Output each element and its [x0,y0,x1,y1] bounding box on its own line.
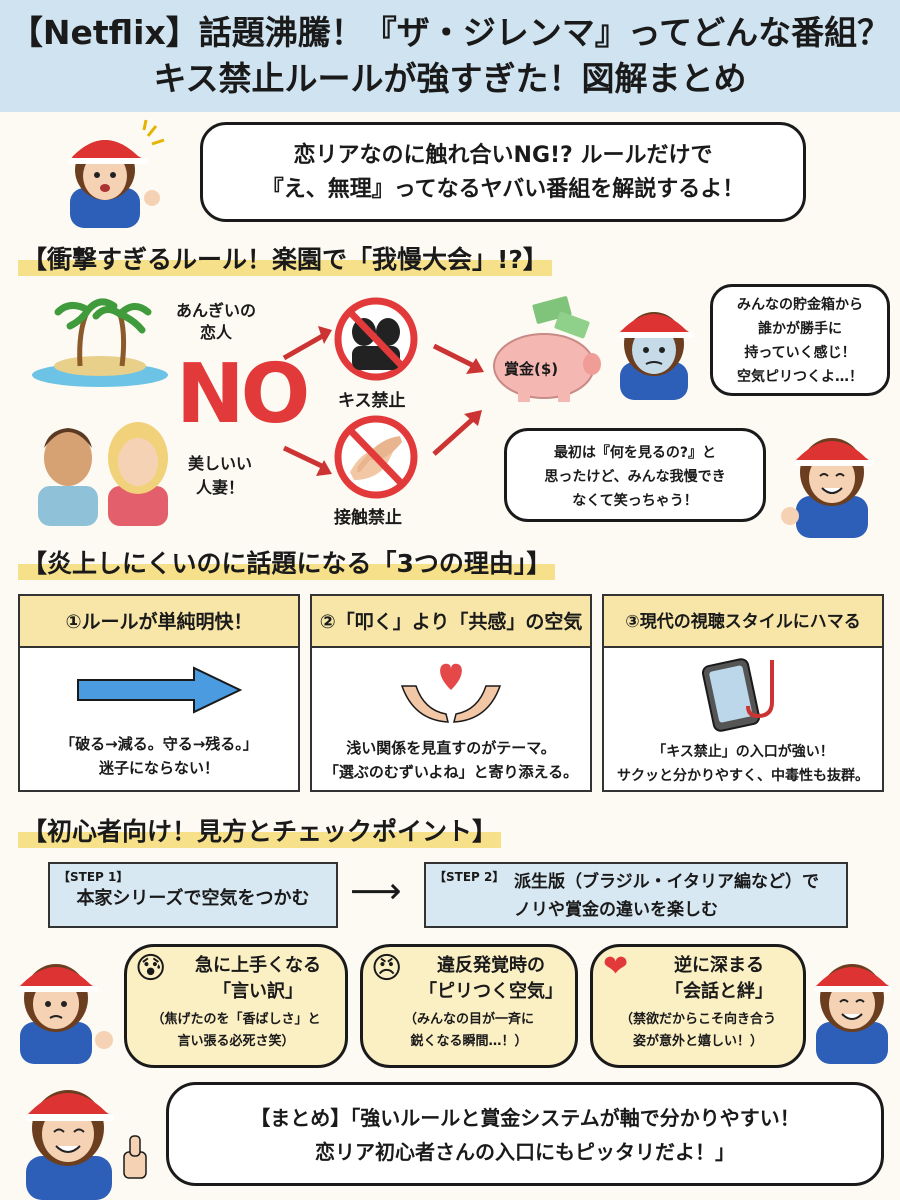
girl-smiling-icon [781,438,874,538]
couple-icon [38,422,168,526]
intro-speech-bubble: 恋リアなのに触れ合いNG!? ルールだけで 『え、無理』ってなるヤバい番組を解説… [200,122,806,222]
section3-heading: 【初心者向け！見方とチェックポイント】 [18,812,502,848]
reason-card-2: ②「叩く」より「共感」の空気 浅い関係を見直すのがテーマ。 「選ぶのむずいよね」… [310,594,592,792]
reason-card-2-title: ②「叩く」より「共感」の空気 [312,596,590,648]
step-arrow-icon: ⟶ [350,871,402,912]
page-title-line2: キス禁止ルールが強すぎた！図解まとめ [153,59,747,98]
anxious-face-icon: 😰 [135,951,167,986]
arrow-right-icon [77,666,243,714]
step1-tag: 【STEP 1】 [58,870,129,884]
island-icon [32,298,168,387]
girl-worried-icon [618,312,694,400]
label-beauty: 美しいい 人妻！ [188,454,253,497]
section1-heading: 【衝撃すぎるルール！楽園で「我慢大会」!?】 [18,240,552,276]
kiss-ban-icon [334,297,418,381]
reason-card-3: ③現代の視聴スタイルにハマる 「キス禁止」の入口が強い！ サクッと分かりやすく、… [602,594,884,792]
girl-nervous-icon [18,964,113,1064]
step2-tag: 【STEP 2】 [434,870,505,884]
phone-hook-icon [701,658,774,732]
arrows-to-bans [282,326,332,476]
point-card-3: ❤ 逆に深まる 「会話と絆」 （禁欲だからこそ向き合う 姿が意外と嬉しい！） [590,944,806,1068]
step1-box: 【STEP 1】 本家シリーズで空気をつかむ [48,862,338,928]
no-big-text: NO [176,347,310,442]
reason-card-1-title: ①ルールが単純明快！ [20,596,298,648]
summary-bubble: 【まとめ】「強いルールと賞金システムが軸で分かりやすい！ 恋リア初心者さんの入口… [166,1082,884,1186]
angry-face-icon: 😠 [371,951,403,986]
section2-heading: 【炎上しにくいのに話題になる「3つの理由」】 [18,544,556,580]
step2-box: 【STEP 2】 派生版（ブラジル・イタリア編など）で ノリや賞金の違いを楽しむ [424,862,848,928]
step2-line1: 派生版（ブラジル・イタリア編など）で [514,872,819,892]
summary-line2: 恋リア初心者さんの入口にもピッタリだよ！」 [315,1140,735,1164]
intro-line2: 『え、無理』ってなるヤバい番組を解説するよ！ [261,177,745,202]
step2-line2: ノリや賞金の違いを楽しむ [514,900,718,920]
summary-line1: 【まとめ】「強いルールと賞金システムが軸で分かりやすい！ [250,1106,800,1130]
bubble-laugh-comment: 最初は『何を見るの?』と 思ったけど、みんな我慢でき なくて笑っちゃう！ [504,428,766,522]
reason-card-1: ①ルールが単純明快！ 「破る→減る。守る→残る。」 迷子にならない！ [18,594,300,792]
kiss-ban-label: キス禁止 [338,391,406,411]
touch-ban-label: 接触禁止 [334,508,402,528]
title-banner: 【Netflix】話題沸騰！『ザ・ジレンマ』ってどんな番組？ キス禁止ルールが強… [0,0,900,112]
point-card-2: 😠 違反発覚時の 「ピリつく空気」 （みんなの目が一斉に 鋭くなる瞬間…！） [360,944,578,1068]
arrows-to-piggy [432,343,484,456]
touch-ban-icon [334,415,418,499]
step1-text: 本家シリーズで空気をつかむ [76,888,310,909]
bubble-piggy-comment: みんなの貯金箱から 誰かが勝手に 持っていく感じ！ 空気ピリつくよ…！ [710,284,890,396]
reason-card-3-title: ③現代の視聴スタイルにハマる [604,596,882,648]
girl-surprised-icon [68,119,165,228]
piggy-bank-icon [493,296,601,402]
prize-label: 賞金($) [504,360,559,378]
page-title-line1: 【Netflix】話題沸騰！『ザ・ジレンマ』ってどんな番組？ [9,13,891,52]
intro-line1: 恋リアなのに触れ合いNG!? ルールだけで [293,143,713,168]
girl-happy-icon [814,964,892,1064]
heart-hands-icon [400,663,502,723]
point-card-1: 😰 急に上手くなる 「言い訳」 （焦げたのを「香ばしさ」と 言い張る必死さ笑） [124,944,348,1068]
heart-icon: ❤ [603,949,629,984]
label-couple: あんぎいの 恋人 [176,301,257,342]
girl-thumbs-up-icon [26,1090,147,1200]
